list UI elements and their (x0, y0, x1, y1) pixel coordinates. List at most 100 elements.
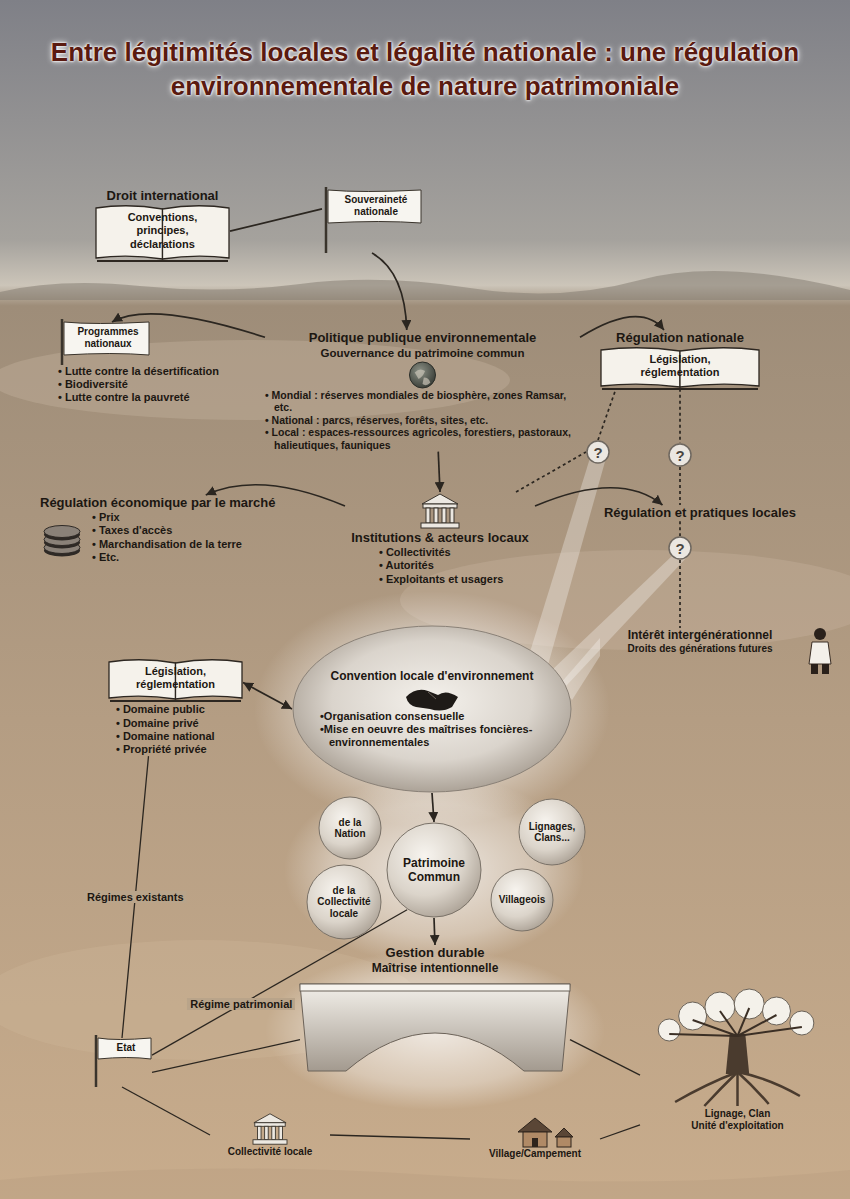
text-group: Législation, réglementation (108, 658, 243, 700)
node-text: •Mise en oeuvre des maîtrises foncières-… (320, 723, 544, 749)
text-group: Institutions & acteurs locaux (345, 530, 535, 546)
node-text: Législation, réglementation (614, 353, 746, 379)
node-text: Villageois (499, 894, 546, 906)
circle-node: Lignages, Clans... (518, 798, 586, 866)
connector (679, 560, 681, 628)
node-box: Etat (92, 1038, 152, 1087)
node-text: Régulation et pratiques locales (575, 505, 825, 521)
hut-icon (470, 1118, 600, 1148)
connector (438, 452, 440, 492)
text-group: Droit international (95, 188, 230, 204)
node-text: • Domaine public (116, 703, 243, 716)
text-group: Patrimoine Commun (394, 856, 474, 885)
node-box: Politique publique environnementaleGouve… (265, 330, 580, 452)
node-text: Régulation nationale (600, 330, 760, 346)
text-group: •Organisation consensuelle•Mise en oeuvr… (320, 710, 544, 750)
node-box: Souveraineté nationale (322, 190, 422, 253)
node-text: • Etc. (92, 551, 295, 564)
edge-label: Régime patrimonial (187, 998, 295, 1010)
text-group: ? (675, 448, 684, 463)
circle-node: Patrimoine Commun (386, 822, 482, 918)
node-box: Régulation et pratiques locales (575, 505, 825, 521)
text-group: • Mondial : réserves mondiales de biosph… (265, 389, 580, 452)
text-group: Conventions, principes, déclarations (95, 204, 230, 260)
text-group: de la Collectivité locale (310, 885, 378, 920)
node-box: Régulation nationaleLégislation, régleme… (600, 330, 760, 389)
connector (243, 683, 292, 709)
text-group: Convention locale d'environnement (331, 669, 534, 684)
node-text: Institutions & acteurs locaux (345, 530, 535, 546)
node-text: Droit international (95, 188, 230, 204)
connector (122, 1087, 210, 1135)
connector (230, 209, 322, 231)
circle-node: ? (668, 536, 692, 560)
text-group: Politique publique environnementale (265, 330, 580, 346)
connector (535, 488, 663, 506)
node-text: Convention locale d'environnement (331, 669, 534, 684)
node-text: • National : parcs, réserves, forêts, si… (265, 414, 580, 427)
node-text: Intérêt intergénérationnel (600, 628, 800, 643)
node-text: de la Nation (323, 817, 377, 840)
node-text: de la Collectivité locale (310, 885, 378, 920)
text-group: de la Nation (323, 817, 377, 840)
circle-node: ? (668, 443, 692, 467)
child-figure (809, 628, 831, 674)
node-text: Unité d'exploitation (640, 1120, 835, 1132)
node-text: • Domaine national (116, 730, 243, 743)
connector (152, 1040, 300, 1073)
node-text: Conventions, principes, déclarations (109, 211, 216, 251)
building-icon (345, 492, 535, 530)
text-group: ? (675, 541, 684, 556)
node-text: ? (593, 445, 602, 460)
text-group: • Collectivités• Autorités• Exploitants … (345, 546, 535, 586)
node-box: Gestion durableMaîtrise intentionnelle (300, 945, 570, 1071)
node-box: Programmes nationaux• Lutte contre la dé… (58, 322, 238, 405)
edge-label: Régimes existants (84, 891, 187, 903)
node-text: • Autorités (379, 559, 535, 572)
circle-node: ? (586, 440, 610, 464)
arch-icon (300, 976, 570, 1071)
connector (516, 452, 586, 492)
connector (372, 253, 407, 330)
node-text: Village/Campement (470, 1148, 600, 1160)
node-box: Lignage, ClanUnité d'exploitation (640, 990, 835, 1132)
node-text: • Collectivités (379, 546, 535, 559)
node-text: •Organisation consensuelle (320, 710, 544, 723)
node-text: • Domaine privé (116, 717, 243, 730)
text-group: • Prix• Taxes d'accès• Marchandisation d… (40, 511, 295, 564)
text-group: Régulation et pratiques locales (575, 505, 825, 521)
text-group: ? (593, 445, 602, 460)
text-group: Maîtrise intentionnelle (300, 961, 570, 976)
text-group: Villageois (499, 894, 546, 906)
building-icon (210, 1112, 330, 1146)
node-box: Législation, réglementation• Domaine pub… (108, 658, 243, 756)
text-group: • Domaine public• Domaine privé• Domaine… (108, 700, 243, 756)
connector (570, 1040, 640, 1076)
text-group: Législation, réglementation (600, 346, 760, 388)
node-text: Régulation économique par le marché (40, 495, 295, 511)
text-group: Collectivité locale (210, 1146, 330, 1158)
text-group: Lignages, Clans... (523, 821, 581, 844)
connector (432, 793, 434, 822)
text-group: Intérêt intergénérationnel (600, 628, 800, 643)
node-text: Lignages, Clans... (523, 821, 581, 844)
node-box: Droit internationalConventions, principe… (95, 188, 230, 260)
node-text: • Prix (92, 511, 295, 524)
text-group: Gouvernance du patrimoine commun (265, 346, 580, 360)
text-group: Régulation nationale (600, 330, 760, 346)
circle-node: Villageois (490, 868, 554, 932)
node-text: • Propriété privée (116, 743, 243, 756)
text-group: Etat (92, 1038, 152, 1059)
hands-icon (372, 684, 492, 710)
node-text: Etat (106, 1042, 146, 1054)
node-box: Village/Campement (470, 1118, 600, 1160)
node-text: Lignage, Clan (640, 1108, 835, 1120)
node-text: • Exploitants et usagers (379, 573, 535, 586)
circle-node: de la Nation (318, 796, 382, 860)
node-box: Régulation économique par le marché• Pri… (40, 495, 295, 564)
node-box: Intérêt intergénérationnelDroits des gén… (600, 628, 800, 655)
node-text: Collectivité locale (210, 1146, 330, 1158)
text-group: Programmes nationaux (58, 322, 150, 355)
node-box: Collectivité locale (210, 1112, 330, 1158)
text-group: Droits des générations futures (600, 643, 800, 655)
